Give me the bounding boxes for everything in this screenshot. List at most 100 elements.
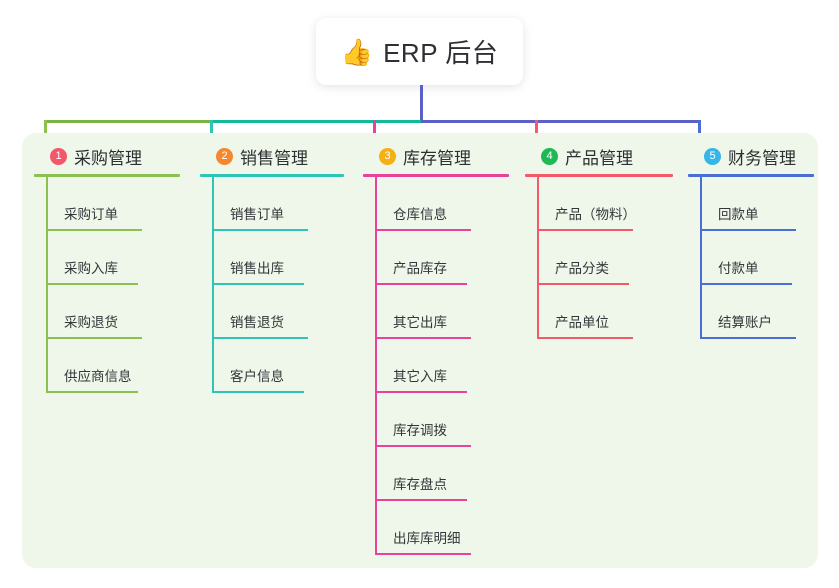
branch-leaf-rule xyxy=(46,337,142,339)
branch-leaf-rule xyxy=(537,337,633,339)
branch-header-rule xyxy=(525,174,673,177)
branch-leaf-rule xyxy=(212,283,304,285)
branch-leaf-label: 产品分类 xyxy=(555,261,609,276)
branch-leaf[interactable]: 产品库存 xyxy=(375,231,513,285)
branch-leaf-rule xyxy=(537,283,629,285)
branch-leaf-rule xyxy=(700,337,796,339)
branch-leaf[interactable]: 采购订单 xyxy=(46,177,184,231)
branch-index-badge: 3 xyxy=(379,147,396,165)
branch-leaf-label: 库存调拨 xyxy=(393,423,447,438)
branch-leaf[interactable]: 产品单位 xyxy=(537,285,677,339)
branch-leaf-label: 采购退货 xyxy=(64,315,118,330)
branch-index-badge: 1 xyxy=(50,147,67,165)
branch-leaf-label: 采购订单 xyxy=(64,207,118,222)
branch-leaf-label: 销售出库 xyxy=(230,261,284,276)
branch-leaf[interactable]: 库存调拨 xyxy=(375,393,513,447)
branch-spine xyxy=(46,177,48,393)
root-title: ERP 后台 xyxy=(383,38,499,68)
branches-panel xyxy=(22,133,818,568)
branch-leaf-label: 库存盘点 xyxy=(393,477,447,492)
branch-header-rule xyxy=(688,174,814,177)
branch-leaf[interactable]: 客户信息 xyxy=(212,339,348,393)
branch-body: 回款单付款单结算账户 xyxy=(700,177,818,339)
branch-leaf-rule xyxy=(537,229,633,231)
branch-leaf[interactable]: 销售退货 xyxy=(212,285,348,339)
branch-spine xyxy=(700,177,702,339)
branch-leaf-rule xyxy=(46,283,138,285)
branch-title: 销售管理 xyxy=(240,148,308,168)
branch-header[interactable]: 1 采购管理 xyxy=(34,144,184,168)
branch-column-库存管理[interactable]: 3 库存管理仓库信息产品库存其它出库其它入库库存调拨库存盘点出库库明细 xyxy=(363,144,513,555)
branch-leaf[interactable]: 出库库明细 xyxy=(375,501,513,555)
branch-header[interactable]: 2 销售管理 xyxy=(200,144,348,168)
branch-leaf-label: 采购入库 xyxy=(64,261,118,276)
branch-leaf[interactable]: 采购退货 xyxy=(46,285,184,339)
thumbs-up-icon: 👍 xyxy=(340,36,374,67)
branch-leaf[interactable]: 销售订单 xyxy=(212,177,348,231)
branch-title: 库存管理 xyxy=(403,148,471,168)
branch-header-rule xyxy=(34,174,180,177)
branch-leaf[interactable]: 其它出库 xyxy=(375,285,513,339)
branch-leaf-label: 其它入库 xyxy=(393,369,447,384)
branch-leaf[interactable]: 产品分类 xyxy=(537,231,677,285)
branch-leaf-label: 客户信息 xyxy=(230,369,284,384)
branch-leaf-label: 仓库信息 xyxy=(393,207,447,222)
branch-header[interactable]: 3 库存管理 xyxy=(363,144,513,168)
connector-bar-segment-2 xyxy=(210,120,421,123)
branch-leaf-rule xyxy=(375,337,471,339)
branch-title: 财务管理 xyxy=(728,148,796,168)
branch-leaf-label: 销售退货 xyxy=(230,315,284,330)
branch-leaf-rule xyxy=(375,391,467,393)
branch-leaf-rule xyxy=(212,229,308,231)
branch-body: 仓库信息产品库存其它出库其它入库库存调拨库存盘点出库库明细 xyxy=(375,177,513,555)
branch-leaf-rule xyxy=(375,283,467,285)
branch-leaf[interactable]: 库存盘点 xyxy=(375,447,513,501)
branch-leaf-rule xyxy=(375,499,467,501)
branch-leaf-rule xyxy=(212,391,304,393)
branch-index-badge: 2 xyxy=(216,147,233,165)
branch-leaf[interactable]: 其它入库 xyxy=(375,339,513,393)
branch-leaf-label: 回款单 xyxy=(718,207,759,222)
branch-leaf-label: 销售订单 xyxy=(230,207,284,222)
root-node[interactable]: 👍 ERP 后台 xyxy=(316,18,523,85)
branch-leaf[interactable]: 仓库信息 xyxy=(375,177,513,231)
branch-leaf[interactable]: 供应商信息 xyxy=(46,339,184,393)
connector-drop-4 xyxy=(535,120,538,145)
branch-leaf-rule xyxy=(375,445,471,447)
branch-spine xyxy=(537,177,539,339)
branch-leaf[interactable]: 结算账户 xyxy=(700,285,818,339)
branch-leaf-label: 出库库明细 xyxy=(393,531,461,546)
connector-drop-5 xyxy=(698,120,701,145)
branch-leaf[interactable]: 回款单 xyxy=(700,177,818,231)
connector-bar-segment-3 xyxy=(421,120,700,123)
branch-leaf-label: 产品库存 xyxy=(393,261,447,276)
connector-bar-segment-1 xyxy=(44,120,210,123)
branch-column-销售管理[interactable]: 2 销售管理销售订单销售出库销售退货客户信息 xyxy=(200,144,348,393)
branch-body: 产品（物料） 产品分类产品单位 xyxy=(537,177,677,339)
branch-leaf-label: 产品单位 xyxy=(555,315,609,330)
connector-drop-3 xyxy=(373,120,376,145)
branch-leaf-rule xyxy=(700,283,792,285)
branch-spine xyxy=(375,177,377,555)
branch-leaf-rule xyxy=(700,229,796,231)
branch-leaf-rule xyxy=(212,337,308,339)
branch-title: 采购管理 xyxy=(74,148,142,168)
branch-leaf[interactable]: 采购入库 xyxy=(46,231,184,285)
branch-leaf-rule xyxy=(375,553,471,555)
branch-column-采购管理[interactable]: 1 采购管理采购订单采购入库采购退货供应商信息 xyxy=(34,144,184,393)
connector-trunk xyxy=(420,85,423,123)
branch-header-rule xyxy=(363,174,509,177)
branch-body: 采购订单采购入库采购退货供应商信息 xyxy=(46,177,184,393)
branch-leaf[interactable]: 销售出库 xyxy=(212,231,348,285)
branch-leaf-label: 结算账户 xyxy=(718,315,772,330)
branch-index-badge: 4 xyxy=(541,147,558,165)
branch-leaf[interactable]: 产品（物料） xyxy=(537,177,677,231)
branch-leaf[interactable]: 付款单 xyxy=(700,231,818,285)
branch-leaf-rule xyxy=(375,229,471,231)
branch-body: 销售订单销售出库销售退货客户信息 xyxy=(212,177,348,393)
